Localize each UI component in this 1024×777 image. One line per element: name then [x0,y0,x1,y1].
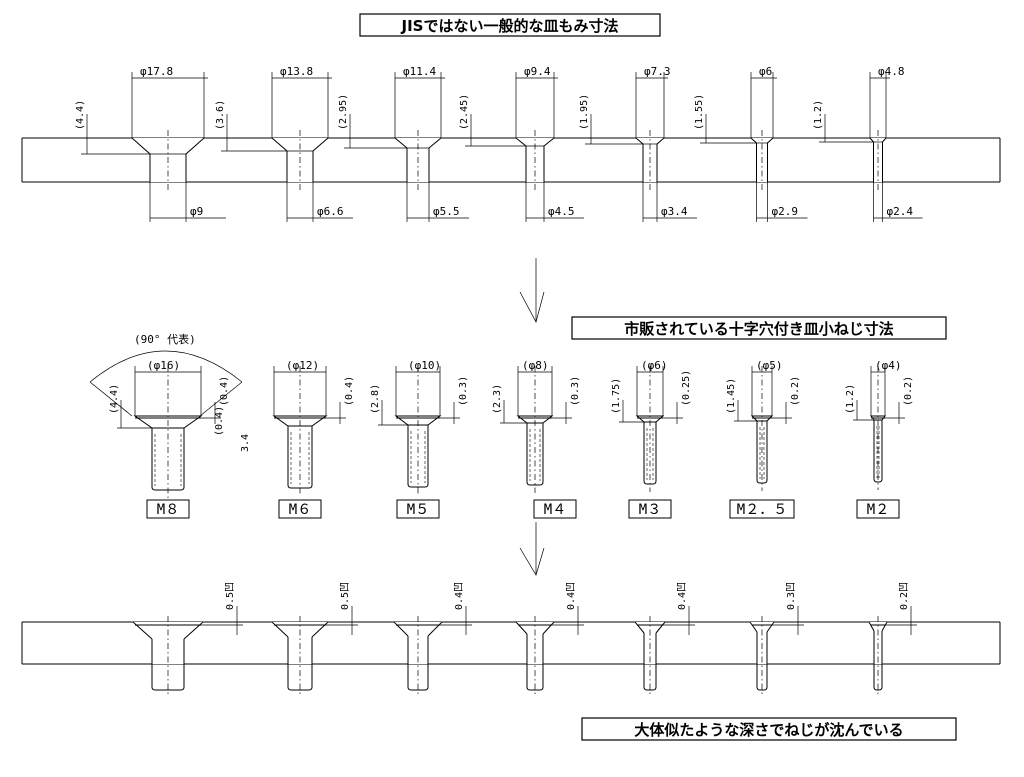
countersink-hole-dia-1: φ9 [190,205,203,218]
sink-depth-6: 0.3凹 [786,582,797,610]
down-arrow-1 [519,258,545,323]
screw-4: (φ8) (0.3) (2.3) M４ [492,359,581,519]
screw-head-h-3: (2.8) [370,384,381,414]
screw-head-dia-2: (φ12) [286,359,319,372]
screw-label-2: M６ [289,502,311,518]
countersink-hole-dia-2: φ6.6 [317,205,344,218]
assembled-plate: 0.5凹 0.5凹 0.4凹 0.4凹 0.4凹 0.3凹 0.2凹 [21,582,1001,696]
assembled-screw-5: 0.4凹 [634,582,695,696]
countersink-3: φ11.4 (2.95) φ5.5 [338,65,469,222]
screw-6: (φ5) (0.2) (1.45) M２．５ [726,359,801,519]
assembled-screw-7: 0.2凹 [868,582,917,696]
screw-m8-sub: 3.4 [240,434,251,452]
screw-label-3: M５ [407,502,429,518]
countersink-4: φ9.4 (2.45) φ4.5 [459,65,584,222]
screw-head-h-1: (4.4) [109,384,120,414]
title-bottom: 大体似たような深さでねじが沈んでいる [581,717,957,741]
screw-edge-7: (0.2) [903,376,914,406]
assembled-screw-4: 0.4凹 [515,582,584,696]
countersink-top-dia-1: φ17.8 [140,65,173,78]
countersink-top-dia-2: φ13.8 [280,65,313,78]
screw-label-1: M８ [157,502,179,518]
sink-depth-3: 0.4凹 [454,582,465,610]
screw-3: (φ10) (0.3) (2.8) M５ [370,359,469,519]
countersink-hole-dia-3: φ5.5 [433,205,460,218]
screw-1: (φ16) (0.4) (4.4) M８ [109,359,230,519]
sink-depth-1: 0.5凹 [225,582,236,610]
assembled-screw-2: 0.5凹 [271,582,358,696]
screw-head-h-5: (1.75) [611,378,622,414]
screw-2: (φ12) (0.4) M６ [272,359,355,519]
screw-label-6: M２．５ [737,502,787,518]
countersink-top-dia-7: φ4.8 [878,65,905,78]
title-middle: 市販されている十字穴付き皿小ねじ寸法 [571,316,947,340]
countersink-depth-5: (1.95) [579,94,590,130]
countersink-depth-6: (1.55) [694,94,705,130]
countersink-5: φ7.3 (1.95) φ3.4 [579,65,697,222]
title-top: JISではない一般的な皿もみ寸法 [359,13,661,37]
countersink-top-dia-5: φ7.3 [644,65,671,78]
screw-5: (φ6) (0.25) (1.75) M３ [611,359,692,519]
countersink-hole-dia-5: φ3.4 [661,205,688,218]
countersink-depth-4: (2.45) [459,94,470,130]
screw-label-4: M４ [544,502,566,518]
angle-note-text: (90° 代表) [134,332,196,346]
countersink-2: φ13.8 (3.6) φ6.6 [215,65,353,222]
sink-depth-7: 0.2凹 [899,582,910,610]
screw-edge-3: (0.3) [458,376,469,406]
title-middle-text: 市販されている十字穴付き皿小ねじ寸法 [624,320,894,338]
countersink-hole-dia-4: φ4.5 [548,205,575,218]
screw-head-h-4: (2.3) [492,384,503,414]
countersink-plate: φ17.8 (4.4) φ9 φ13.8 (3.6) φ6.6 φ11.4 (2.95) φ5.… [21,65,1001,222]
countersink-1: φ17.8 (4.4) φ9 [75,65,226,222]
countersink-hole-dia-6: φ2.9 [772,205,799,218]
screw-label-7: M２ [867,502,889,518]
assembled-screw-3: 0.4凹 [393,582,472,696]
screw-head-dia-4: (φ8) [522,359,549,372]
countersink-depth-2: (3.6) [215,100,226,130]
screw-m8-edge2: (0.4) [214,406,225,436]
countersink-top-dia-4: φ9.4 [524,65,551,78]
countersink-6: φ6 (1.55) φ2.9 [694,65,808,222]
countersink-top-dia-6: φ6 [759,65,772,78]
screw-head-h-6: (1.45) [726,378,737,414]
countersink-7: φ4.8 (1.2) φ2.4 [813,65,923,222]
screw-edge-4: (0.3) [570,376,581,406]
screw-edge-2: (0.4) [344,376,355,406]
sink-depth-5: 0.4凹 [677,582,688,610]
title-bottom-text: 大体似たような深さでねじが沈んでいる [634,721,903,739]
screw-row: (φ16)(0.4)(4.4)M８(φ12)(0.4)M６(φ10)(0.3)(… [109,359,914,519]
screw-label-5: M３ [639,502,661,518]
screw-head-dia-5: (φ6) [641,359,668,372]
screw-head-dia-1: (φ16) [147,359,180,372]
countersink-hole-dia-7: φ2.4 [887,205,914,218]
countersink-depth-1: (4.4) [75,100,86,130]
angle-note: (90° 代表) [89,332,243,417]
sink-depth-4: 0.4凹 [566,582,577,610]
screw-edge-5: (0.25) [681,370,692,406]
down-arrow-2 [519,522,545,576]
screw-edge-6: (0.2) [790,376,801,406]
countersink-depth-3: (2.95) [338,94,349,130]
countersink-top-dia-3: φ11.4 [403,65,436,78]
assembled-screw-6: 0.3凹 [749,582,804,696]
screw-head-dia-3: (φ10) [408,359,441,372]
assembled-screw-1: 0.5凹 [132,582,243,696]
sink-depth-2: 0.5凹 [340,582,351,610]
title-top-text: JISではない一般的な皿もみ寸法 [401,17,619,35]
screw-head-dia-7: (φ4) [875,359,902,372]
screw-head-h-7: (1.2) [845,384,856,414]
screw-edge-1: (0.4) [219,376,230,406]
screw-head-dia-6: (φ5) [756,359,783,372]
screw-7: (φ4)(0.2) (1.2) M２ [845,359,914,519]
countersink-depth-7: (1.2) [813,100,824,130]
